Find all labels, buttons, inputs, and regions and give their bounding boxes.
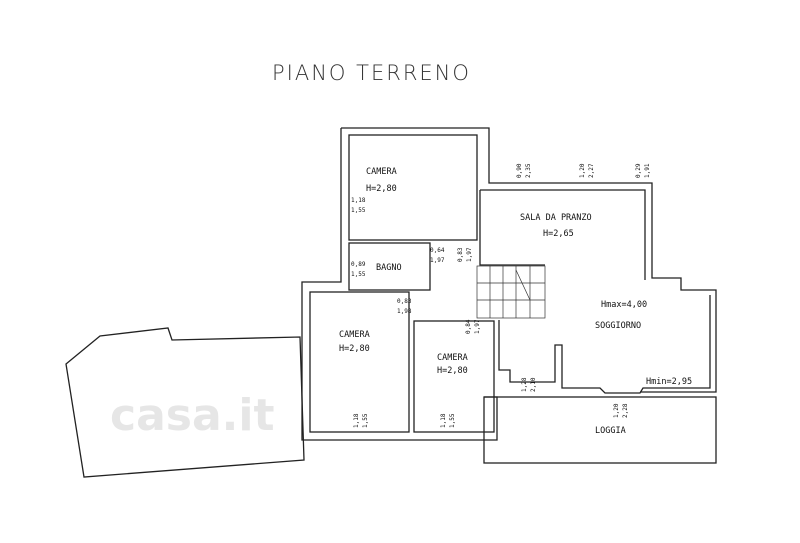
svg-text:0,84: 0,84 <box>465 319 472 334</box>
plan-title: PIANO TERRENO <box>272 61 471 85</box>
room-hmin: Hmin=2,95 <box>646 377 692 387</box>
room-hmax: Hmax=4,00 <box>601 300 647 310</box>
watermark: casa.it <box>110 390 274 441</box>
room-label: CAMERA <box>366 167 397 177</box>
svg-text:1,18: 1,18 <box>353 413 360 428</box>
svg-text:0,83: 0,83 <box>397 298 412 305</box>
svg-text:1,20: 1,20 <box>613 403 620 418</box>
room-bagno <box>348 242 431 291</box>
svg-text:0,83: 0,83 <box>457 247 464 262</box>
room-loggia <box>483 396 717 464</box>
svg-text:1,97: 1,97 <box>466 247 473 262</box>
terrace-outline <box>65 327 305 478</box>
exterior-wall <box>341 127 717 393</box>
svg-text:1,18: 1,18 <box>440 413 447 428</box>
room-label: LOGGIA <box>595 426 626 436</box>
svg-text:1,28: 1,28 <box>521 377 528 392</box>
svg-text:2,10: 2,10 <box>530 377 537 392</box>
room-sala <box>479 189 646 280</box>
room-camera-1 <box>348 134 478 241</box>
svg-text:1,98: 1,98 <box>397 308 412 315</box>
room-height: H=2,80 <box>339 344 370 354</box>
svg-text:0,90: 0,90 <box>516 163 523 178</box>
svg-text:1,55: 1,55 <box>351 207 366 214</box>
svg-text:2,35: 2,35 <box>525 163 532 178</box>
west-wall <box>301 128 498 441</box>
svg-text:0,89: 0,89 <box>351 261 366 268</box>
room-label: CAMERA <box>437 353 468 363</box>
svg-text:2,28: 2,28 <box>622 403 629 418</box>
svg-text:0,64: 0,64 <box>430 247 445 254</box>
svg-text:0,29: 0,29 <box>635 163 642 178</box>
opening-dimensions: 1,181,55 0,891,55 0,641,97 0,831,98 0,83… <box>351 163 651 428</box>
room-soggiorno <box>498 295 711 394</box>
room-camera-3 <box>413 320 495 433</box>
room-height: H=2,65 <box>543 229 574 239</box>
room-height: H=2,80 <box>437 366 468 376</box>
svg-text:1,18: 1,18 <box>351 197 366 204</box>
room-camera-2 <box>309 291 410 433</box>
room-label: SALA DA PRANZO <box>520 213 592 223</box>
svg-text:1,55: 1,55 <box>351 271 366 278</box>
staircase <box>476 265 546 319</box>
room-height: H=2,80 <box>366 184 397 194</box>
svg-text:1,97: 1,97 <box>430 257 445 264</box>
svg-text:1,55: 1,55 <box>362 413 369 428</box>
svg-text:1,91: 1,91 <box>644 163 651 178</box>
room-label: CAMERA <box>339 330 370 340</box>
svg-text:1,97: 1,97 <box>474 319 481 334</box>
svg-text:1,20: 1,20 <box>579 163 586 178</box>
svg-text:1,55: 1,55 <box>449 413 456 428</box>
svg-text:2,27: 2,27 <box>588 163 595 178</box>
room-label: BAGNO <box>376 263 402 273</box>
room-label: SOGGIORNO <box>595 321 641 331</box>
